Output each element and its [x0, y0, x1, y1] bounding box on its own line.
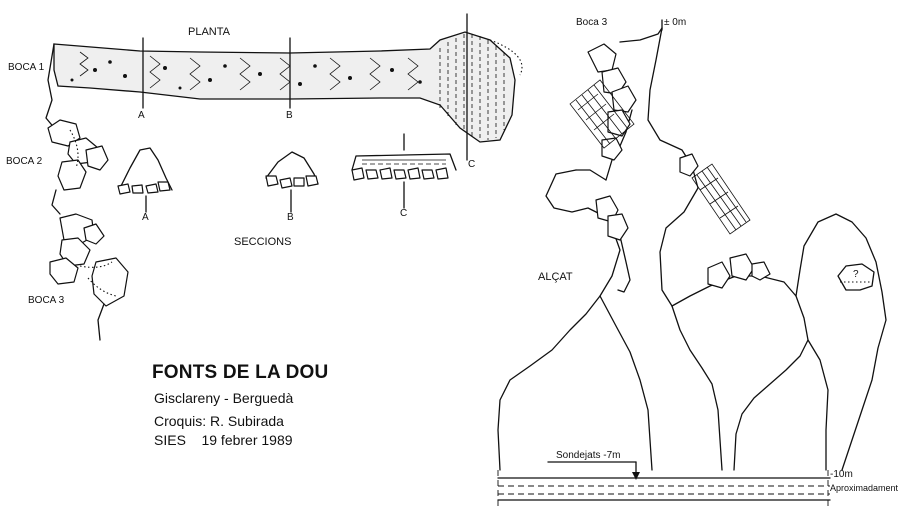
author-text: Croquis: R. Subirada — [154, 413, 284, 429]
boca2-label: BOCA 2 — [6, 156, 43, 167]
boca3-plan-label: BOCA 3 — [28, 295, 65, 306]
elevation-label: ALÇAT — [538, 271, 573, 283]
plan-view — [45, 13, 523, 341]
elevation-view — [497, 19, 887, 510]
section-a-outline — [119, 147, 173, 191]
water-level — [497, 470, 831, 510]
elevation-strata-upper — [569, 79, 635, 149]
section-b-top-label: B — [286, 110, 293, 121]
sections-label: SECCIONS — [234, 236, 292, 248]
plan-chamber-hatch — [439, 34, 505, 140]
organization-date-text: SIES 19 febrer 1989 — [154, 432, 293, 448]
plan-passage — [53, 31, 516, 143]
map-title: FONTS DE LA DOU — [152, 362, 329, 383]
elevation-unknown-chamber — [837, 263, 875, 291]
section-b-bottom-label: B — [287, 212, 294, 223]
elevation-strata-lower — [691, 163, 751, 235]
boca1-label: BOCA 1 — [8, 62, 45, 73]
sounding-arrow — [547, 461, 640, 480]
depth-label: -10m — [830, 469, 853, 480]
section-a-top-label: A — [138, 110, 145, 121]
section-c-bottom-label: C — [400, 208, 408, 219]
plan-boulders — [47, 119, 129, 307]
section-a-bottom-label: A — [142, 212, 149, 223]
elevation-left-wall — [497, 169, 621, 471]
elevation-boulders — [587, 43, 771, 289]
datum-zero-label: ± 0m — [664, 17, 687, 28]
section-c-top-label: C — [468, 159, 476, 170]
approximate-label: Aproximadament — [830, 483, 899, 493]
plan-rubble — [70, 51, 422, 91]
unknown-chamber-label: ? — [853, 269, 859, 280]
sounding-label: Sondejats -7m — [556, 450, 621, 461]
plan-label: PLANTA — [188, 26, 230, 38]
cross-sections — [117, 133, 457, 213]
boca3-elevation-label: Boca 3 — [576, 17, 608, 28]
section-c-outline — [351, 153, 457, 171]
location-text: Gisclareny - Berguedà — [154, 390, 294, 406]
